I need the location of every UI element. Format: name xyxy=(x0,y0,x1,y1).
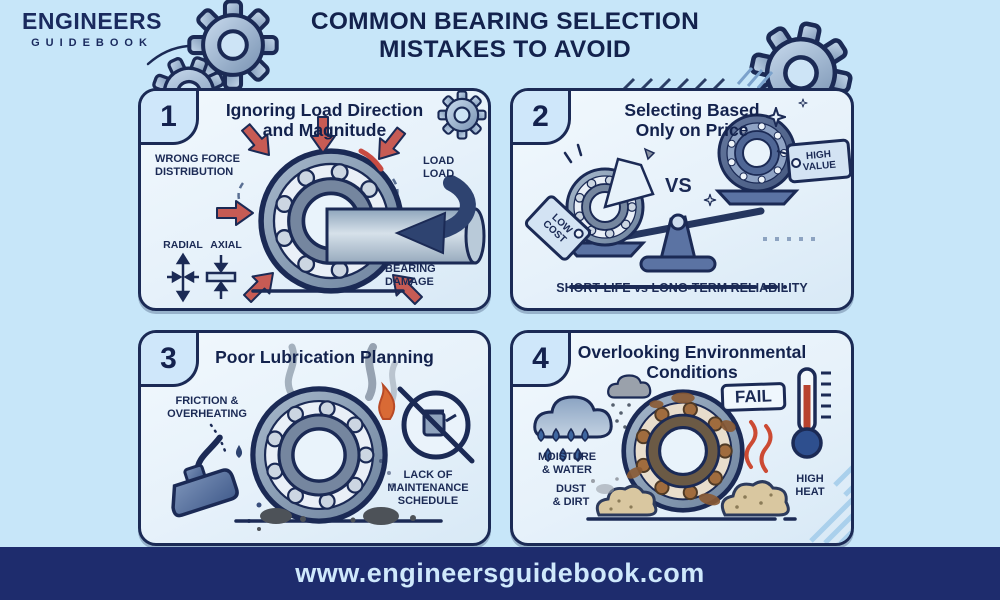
panel4-illustration xyxy=(533,367,851,543)
hatch-decoration xyxy=(736,67,774,89)
oil-can-icon xyxy=(171,434,239,518)
raindrop-icon xyxy=(537,427,589,462)
label-moisture-water: MOISTURE & WATER xyxy=(537,451,597,477)
rain-cloud-icon xyxy=(533,395,613,439)
panel4-title: Overlooking Environmental Conditions xyxy=(577,342,807,383)
label-radial: RADIAL xyxy=(163,239,203,251)
hatch-decoration xyxy=(809,465,851,543)
panel2-number-badge: 2 xyxy=(513,91,571,145)
label-lack-maintenance: LACK OF MAINTENANCE SCHEDULE xyxy=(387,469,469,508)
panel-price-only: 2 Selecting Based Only on Price VS LOW C… xyxy=(510,88,854,311)
panel2-illustration xyxy=(561,98,815,289)
panel4-number-badge: 4 xyxy=(513,333,571,387)
price-tag-high-value: HIGH VALUE xyxy=(785,138,851,184)
label-friction-overheating: FRICTION & OVERHEATING xyxy=(167,395,247,421)
panel3-illustration xyxy=(171,343,475,531)
bearing-icon xyxy=(253,389,385,521)
no-lubrication-icon xyxy=(397,386,475,464)
label-load: LOAD LOAD xyxy=(423,155,455,181)
website-url: www.engineersguidebook.com xyxy=(295,558,705,588)
label-high-heat: HIGH HEAT xyxy=(795,473,825,499)
red-arrow-icon xyxy=(216,116,423,305)
dust-cloud-icon xyxy=(591,477,790,517)
radial-load-icon xyxy=(167,252,199,303)
panel-grid: 1 Ignoring Load Direction and Magnitude … xyxy=(138,88,854,546)
axial-load-icon xyxy=(205,255,237,299)
panel1-illustration xyxy=(167,91,487,305)
panel3-title: Poor Lubrication Planning xyxy=(215,347,434,367)
footer-bar: www.engineersguidebook.com xyxy=(0,547,1000,600)
label-axial: AXIAL xyxy=(210,239,242,251)
panel-ignoring-load: 1 Ignoring Load Direction and Magnitude … xyxy=(138,88,491,311)
heat-waves-icon xyxy=(744,420,773,473)
fail-sign: FAIL xyxy=(720,381,787,413)
label-vs: VS xyxy=(665,175,692,197)
curved-arrow-icon xyxy=(394,175,476,255)
panel1-title: Ignoring Load Direction and Magnitude xyxy=(225,100,424,141)
page-title: COMMON BEARING SELECTION MISTAKES TO AVO… xyxy=(310,8,700,63)
oil-drop-icon xyxy=(235,445,243,458)
brand-title: ENGINEERS xyxy=(22,8,162,34)
brand-logo: ENGINEERS GUIDEBOOK xyxy=(22,8,162,50)
label-short-life-vs-reliability: SHORT LIFE vs LONG-TERM RELIABILITY xyxy=(556,281,808,295)
label-wrong-force: WRONG FORCE DISTRIBUTION xyxy=(155,153,240,179)
panel2-title: Selecting Based Only on Price xyxy=(624,100,760,141)
panel3-number-badge: 3 xyxy=(141,333,199,387)
panel-environmental: 4 Overlooking Environmental Conditions M… xyxy=(510,330,854,546)
brand-subtitle: GUIDEBOOK xyxy=(31,37,153,49)
panel1-number-badge: 1 xyxy=(141,91,199,145)
flame-icon xyxy=(378,381,396,420)
bearing-icon xyxy=(565,147,656,247)
debris xyxy=(257,507,416,531)
panel-poor-lubrication: 3 Poor Lubrication Planning FRICTION & O… xyxy=(138,330,491,546)
thermometer-icon xyxy=(791,367,831,459)
rain-cloud-icon xyxy=(607,374,652,399)
label-dust-dirt: DUST & DIRT xyxy=(552,483,590,509)
label-bearing-damage: BEARING DAMAGE xyxy=(385,263,436,289)
